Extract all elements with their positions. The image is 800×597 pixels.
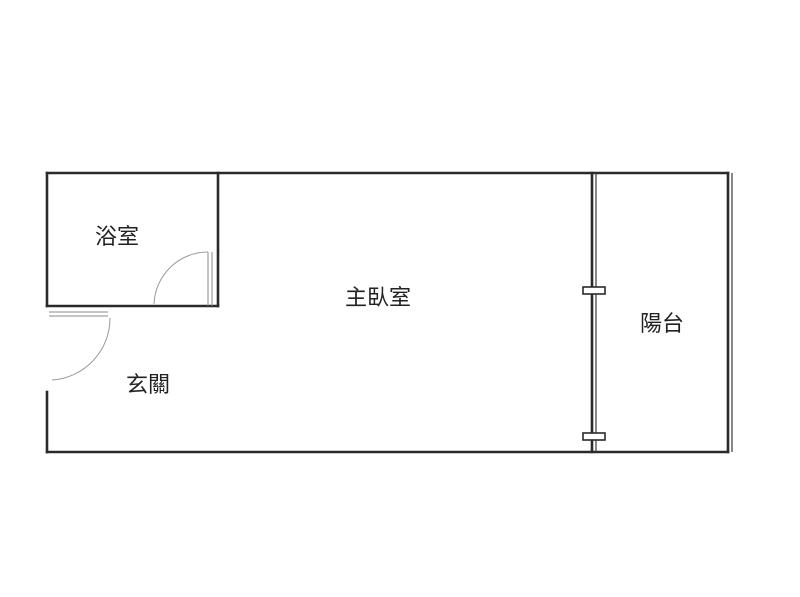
entrance-door	[49, 311, 111, 381]
label-entrance: 玄關	[126, 373, 170, 398]
bathroom-walls	[45, 171, 220, 308]
sliding-door-handle-bottom	[582, 432, 606, 441]
label-balcony: 陽台	[640, 312, 684, 337]
balcony-partition	[582, 171, 606, 454]
sliding-door-handle-top	[582, 286, 606, 295]
label-master-bedroom: 主臥室	[345, 286, 411, 311]
bathroom-door	[153, 251, 213, 306]
outer-walls	[45, 171, 733, 454]
label-bathroom: 浴室	[95, 225, 139, 250]
